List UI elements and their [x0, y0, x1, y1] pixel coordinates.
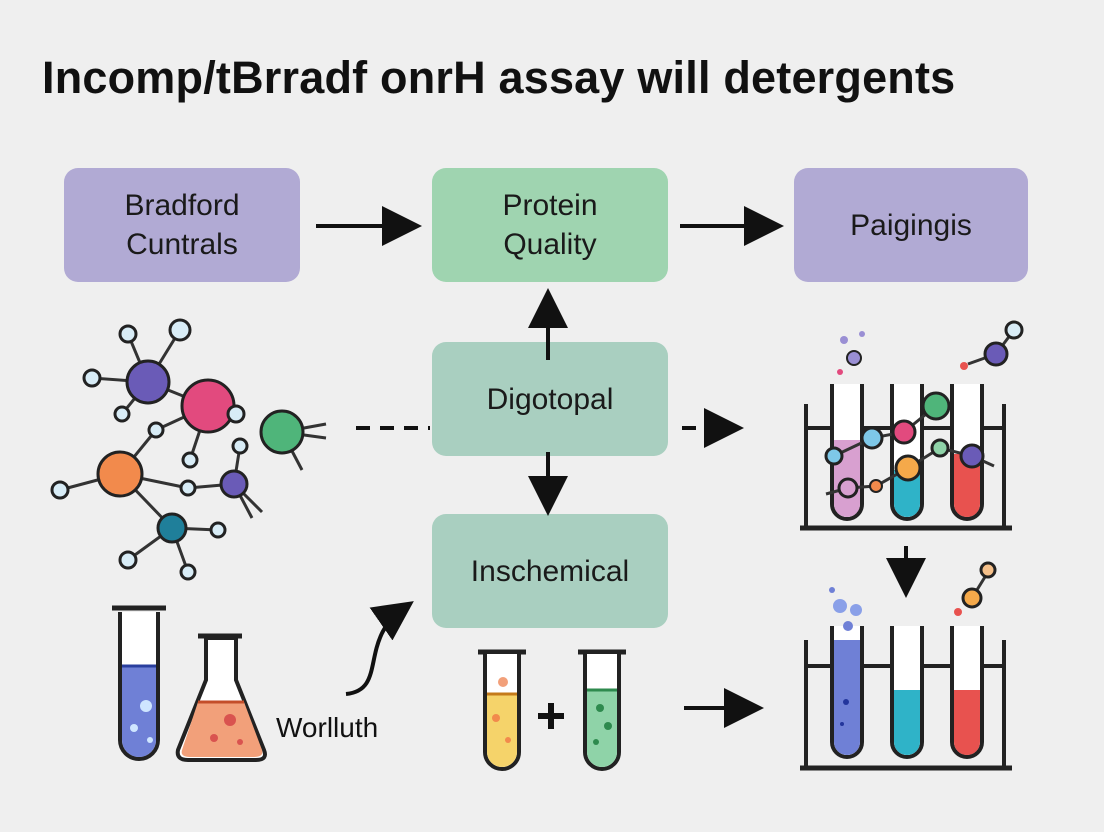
node-inschemical: Inschemical [432, 514, 668, 628]
curved-arrow-icon [345, 601, 414, 696]
test-tube-icon [112, 605, 166, 761]
page-title: Incomp/tBrradf οnrH assay will detergent… [42, 52, 956, 103]
node-bradford-cuntrals: Bradford Cuntrals [64, 168, 300, 282]
node-digotopal: Digotopal [432, 342, 668, 456]
node-paigingis: Paigingis [794, 168, 1028, 282]
test-tube-rack-icon [800, 561, 1012, 771]
flask-icon [175, 633, 267, 762]
node-protein-quality: Protein Quality [432, 168, 668, 282]
molecule-cluster-icon [50, 318, 327, 581]
test-tube-icon [578, 649, 626, 771]
plus-icon [538, 703, 564, 729]
label-worlluth: Worlluth [276, 712, 379, 743]
test-tube-rack-icon [800, 320, 1024, 531]
flow-arrows [316, 206, 926, 728]
test-tube-icon [478, 649, 526, 771]
